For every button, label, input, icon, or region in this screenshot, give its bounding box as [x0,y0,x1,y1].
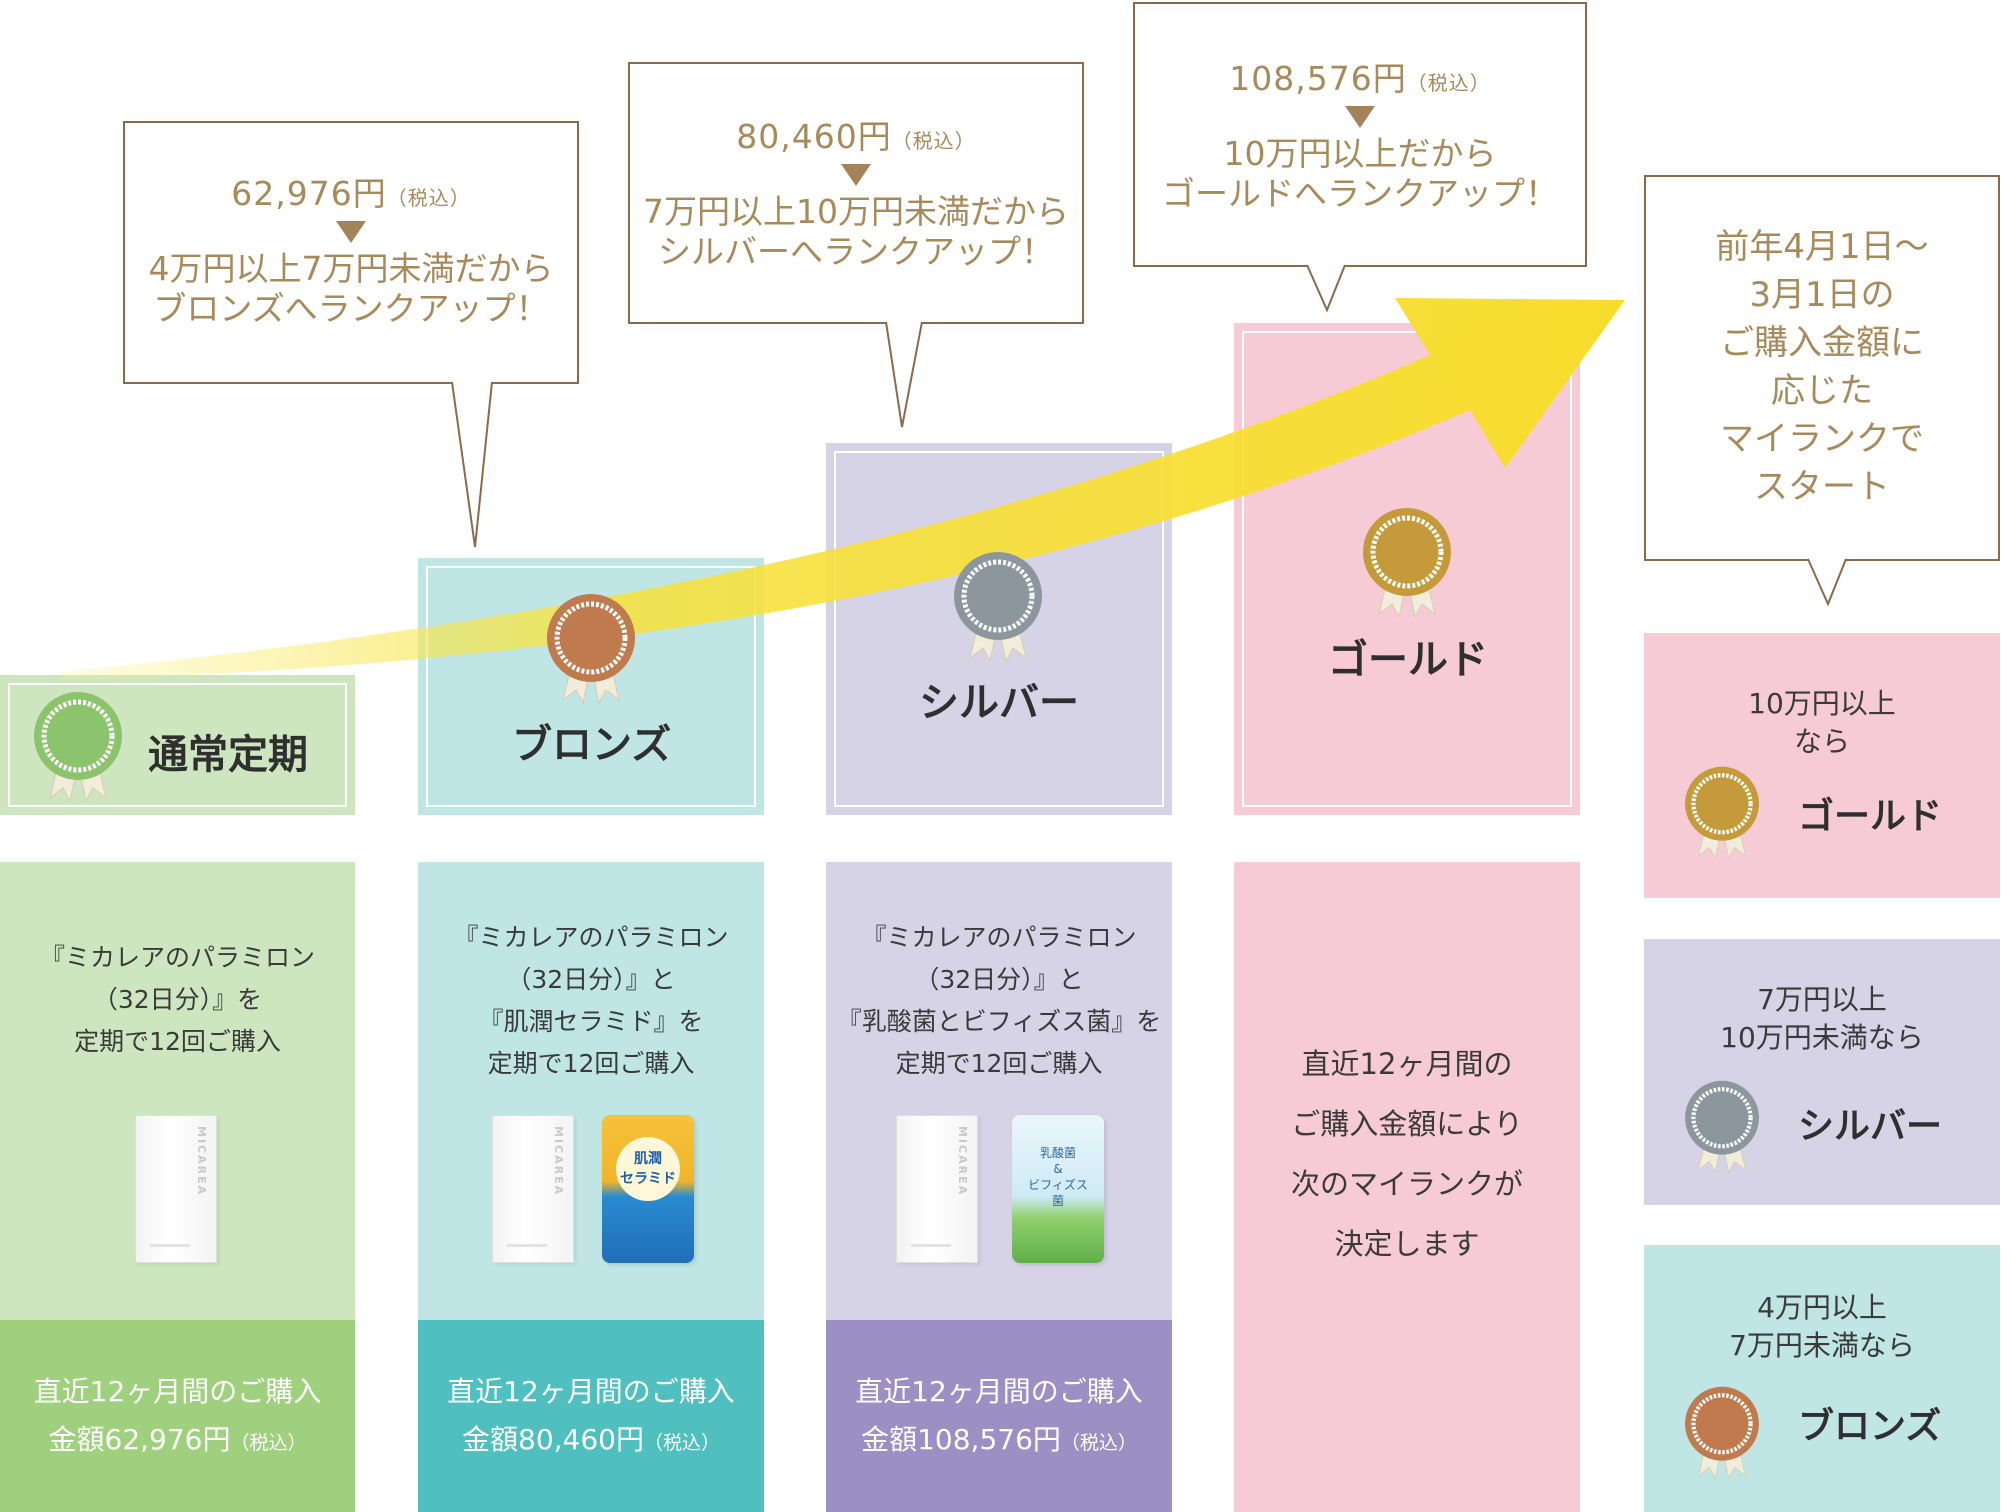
gold-bubble-line1: 10万円以上だから [1223,134,1497,173]
down-triangle-icon [336,221,366,243]
silver-desc-line4: 定期で12回ご購入 [895,1049,1103,1078]
gold-bubble-price: 108,576円（税込） [1229,59,1491,98]
legend-gold: 10万円以上なら ゴールド [1644,633,2000,898]
silver-desc-line2: （32日分）』と [914,965,1084,994]
gold-rankup-bubble: 108,576円（税込） 10万円以上だから ゴールドへランクアップ！ [1133,2,1587,267]
start-bubble-line4: 応じた [1771,371,1873,411]
legend-silver-name: シルバー [1798,1106,1943,1147]
regular-desc-line3: 定期で12回ご購入 [74,1027,281,1056]
regular-desc: 『ミカレアのパラミロン （32日分）』を 定期で12回ご購入 [0,937,355,1063]
gold-rank-title: ゴールド [1328,637,1488,683]
silver-total: 直近12ヶ月間のご購入 金額108,576円（税込） [826,1320,1172,1512]
bronze-total: 直近12ヶ月間のご購入 金額80,460円（税込） [418,1320,764,1512]
bronze-rank-title: ブロンズ [512,722,672,768]
bronze-desc: 『ミカレアのパラミロン （32日分）』と 『肌潤セラミド』を 定期で12回ご購入 [418,917,764,1085]
start-bubble-line6: スタート [1754,467,1890,507]
bronze-medal-icon [1685,1386,1759,1480]
silver-total-line1: 直近12ヶ月間のご購入 [855,1375,1143,1408]
paramylon-package: MICAREA [896,1115,978,1263]
silver-bubble-tail [885,321,923,428]
lactic-acid-pouch: 乳酸菌&ビフィズス菌 [1012,1115,1104,1263]
gold-desc: 直近12ヶ月間の ご購入金額により 次のマイランクが 決定します [1234,1034,1580,1274]
gold-desc-line1: 直近12ヶ月間の [1301,1047,1513,1081]
bronze-medal-icon [547,594,635,705]
bronze-column: 『ミカレアのパラミロン （32日分）』と 『肌潤セラミド』を 定期で12回ご購入… [418,862,764,1512]
legend-bronze-name: ブロンズ [1798,1406,1942,1447]
bronze-desc-line3: 『肌潤セラミド』を [478,1007,704,1036]
start-bubble-line1: 前年4月1日～ [1715,227,1929,267]
start-bubble-tail [1807,558,1847,607]
silver-rank-title: シルバー [919,680,1079,726]
bronze-rankup-bubble: 62,976円（税込） 4万円以上7万円未満だから ブロンズへランクアップ！ [123,121,579,384]
silver-bubble-line2: シルバーへランクアップ！ [658,232,1054,271]
bronze-bubble-price: 62,976円（税込） [231,174,471,213]
bronze-desc-line2: （32日分）』と [506,965,676,994]
silver-total-line2: 金額108,576円（税込） [861,1423,1137,1456]
regular-desc-line2: （32日分）』を [92,985,263,1014]
gold-desc-line2: ご購入金額により [1291,1107,1523,1141]
silver-desc: 『ミカレアのパラミロン （32日分）』と 『乳酸菌とビフィズス菌』を 定期で12… [826,917,1172,1085]
bronze-bubble-line2: ブロンズへランクアップ！ [153,289,549,328]
silver-bubble-price: 80,460円（税込） [736,117,976,156]
gold-column: 直近12ヶ月間の ご購入金額により 次のマイランクが 決定します [1234,862,1580,1512]
legend-gold-condition: 10万円以上なら [1748,687,1896,758]
silver-medal-icon [954,552,1042,663]
paramylon-package: MICAREA [492,1115,574,1263]
ceramide-pouch: 肌潤セラミド [602,1115,694,1263]
regular-total: 直近12ヶ月間のご購入 金額62,976円（税込） [0,1320,355,1512]
start-bubble-line5: マイランクで [1720,419,1924,459]
start-bubble-line3: ご購入金額に [1720,323,1924,363]
start-bubble-line2: 3月1日の [1749,275,1895,315]
silver-rankup-bubble: 80,460円（税込） 7万円以上10万円未満だから シルバーへランクアップ！ [628,62,1084,324]
silver-medal-icon [1685,1080,1759,1174]
regular-total-line2: 金額62,976円（税込） [48,1423,307,1456]
regular-total-line1: 直近12ヶ月間のご購入 [33,1375,322,1408]
silver-desc-line3: 『乳酸菌とビフィズス菌』を [836,1007,1162,1036]
gold-desc-line3: 次のマイランクが [1290,1167,1523,1201]
bronze-desc-line1: 『ミカレアのパラミロン [453,923,729,952]
gold-desc-line4: 決定します [1334,1227,1480,1261]
legend-gold-name: ゴールド [1798,796,1943,837]
bronze-bubble-line1: 4万円以上7万円未満だから [148,249,554,288]
bronze-total-line2: 金額80,460円（税込） [462,1423,720,1456]
silver-bubble-line1: 7万円以上10万円未満だから [643,192,1069,231]
gold-bubble-tail [1306,264,1346,313]
regular-column: 『ミカレアのパラミロン （32日分）』を 定期で12回ご購入 MICAREA 直… [0,862,355,1512]
regular-desc-line1: 『ミカレアのパラミロン [39,943,315,972]
down-triangle-icon [841,164,871,186]
bronze-total-line1: 直近12ヶ月間のご購入 [447,1375,735,1408]
silver-desc-line1: 『ミカレアのパラミロン [861,923,1137,952]
regular-medal-icon [34,692,122,803]
bronze-bubble-tail [451,381,493,548]
gold-bubble-line2: ゴールドへランクアップ！ [1162,174,1558,213]
gold-medal-icon [1685,766,1759,860]
paramylon-package: MICAREA [135,1115,217,1263]
down-triangle-icon [1345,106,1375,128]
silver-column: 『ミカレアのパラミロン （32日分）』と 『乳酸菌とビフィズス菌』を 定期で12… [826,862,1172,1512]
regular-rank-title: 通常定期 [148,732,308,778]
start-rank-bubble: 前年4月1日～ 3月1日の ご購入金額に 応じた マイランクで スタート [1644,175,2000,561]
bronze-desc-line4: 定期で12回ご購入 [487,1049,695,1078]
gold-medal-icon [1363,508,1451,619]
